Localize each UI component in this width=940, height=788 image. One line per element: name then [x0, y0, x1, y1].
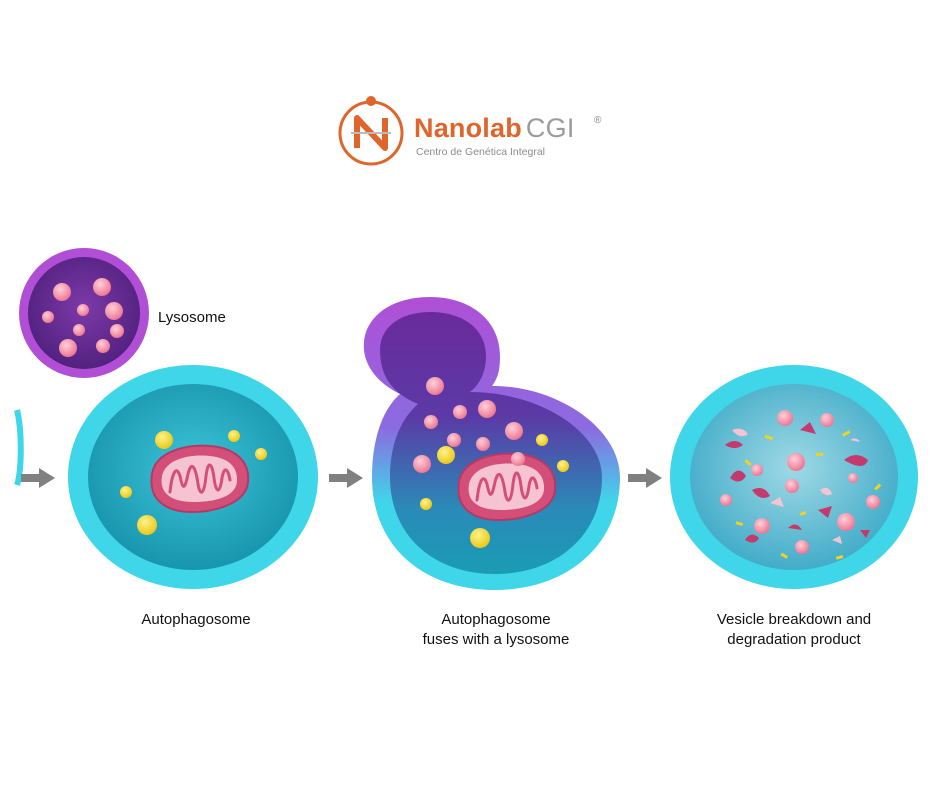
stage3-label: Vesicle breakdown and degradation produc… [684, 610, 904, 650]
arrow-icon [329, 468, 363, 488]
yellow-fragments [735, 430, 882, 560]
stage2-label-line2: fuses with a lysosome [422, 631, 570, 648]
autophagosome-stage1 [68, 365, 318, 589]
arrow-icon [628, 468, 662, 488]
stage3-label-line1: Vesicle breakdown and [716, 611, 872, 628]
stage3-label-line2: degradation product [727, 631, 861, 648]
logo-tagline: Centro de Genética Integral [416, 146, 545, 158]
degraded-fragments [725, 422, 870, 543]
fusion-stage2 [363, 297, 620, 590]
stage2-label: Autophagosome fuses with a lysosome [396, 610, 596, 650]
partial-vesicle-edge [14, 409, 24, 486]
breakdown-stage3 [670, 365, 918, 589]
logo-brand: Nanolab [414, 113, 522, 143]
nanolab-logo-icon [338, 96, 404, 166]
lysosome-enzymes [42, 278, 124, 357]
registered-mark: ® [594, 115, 602, 126]
lysosome-standalone [19, 248, 149, 378]
arrow-icon [21, 468, 55, 488]
stage2-label-line1: Autophagosome [441, 611, 551, 628]
lysosome-label: Lysosome [158, 309, 226, 326]
stage1-label: Autophagosome [141, 611, 251, 628]
light-fragments [732, 428, 860, 544]
logo-suffix: CGI [525, 113, 575, 143]
